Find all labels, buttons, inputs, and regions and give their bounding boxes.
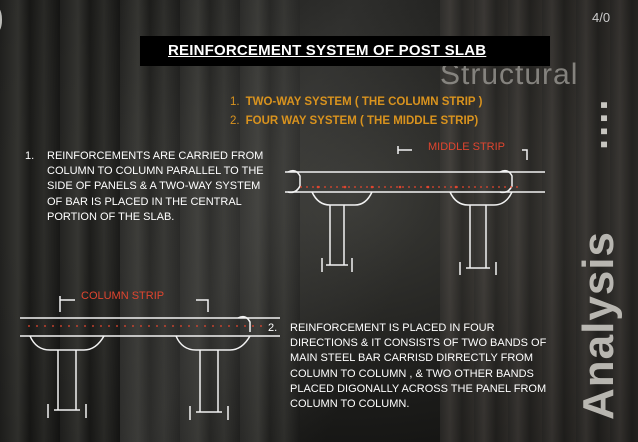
paragraph-text: REINFORCEMENTS ARE CARRIED FROM COLUMN T… [47, 150, 264, 223]
system-item-number: 1. [230, 96, 240, 108]
title-bar [140, 36, 550, 66]
slide-title: REINFORCEMENT SYSTEM OF POST SLAB [168, 42, 487, 59]
paragraph-text: REINFORCEMENT IS PLACED IN FOUR DIRECTIO… [290, 322, 547, 411]
system-item-number: 2. [230, 115, 240, 127]
label-column-strip: COLUMN STRIP [81, 290, 165, 302]
paragraph-column-strip: 1. REINFORCEMENTS ARE CARRIED FROM COLUM… [25, 149, 272, 225]
system-item-label: TWO-WAY SYSTEM ( THE COLUMN STRIP ) [245, 96, 483, 108]
system-item-label: FOUR WAY SYSTEM ( THE MIDDLE STRIP) [245, 115, 479, 127]
system-item-four-way: 2. FOUR WAY SYSTEM ( THE MIDDLE STRIP) [230, 115, 478, 127]
paragraph-middle-strip: 2. REINFORCEMENT IS PLACED IN FOUR DIREC… [268, 321, 550, 412]
label-middle-strip: MIDDLE STRIP [428, 141, 506, 153]
paragraph-number: 2. [268, 322, 278, 334]
label-leader-line [59, 296, 75, 312]
system-item-two-way: 1. TWO-WAY SYSTEM ( THE COLUMN STRIP ) [230, 96, 482, 108]
watermark-top-small: 4/0 [592, 10, 611, 25]
label-leader-line [397, 146, 412, 154]
paragraph-number: 1. [25, 150, 35, 162]
